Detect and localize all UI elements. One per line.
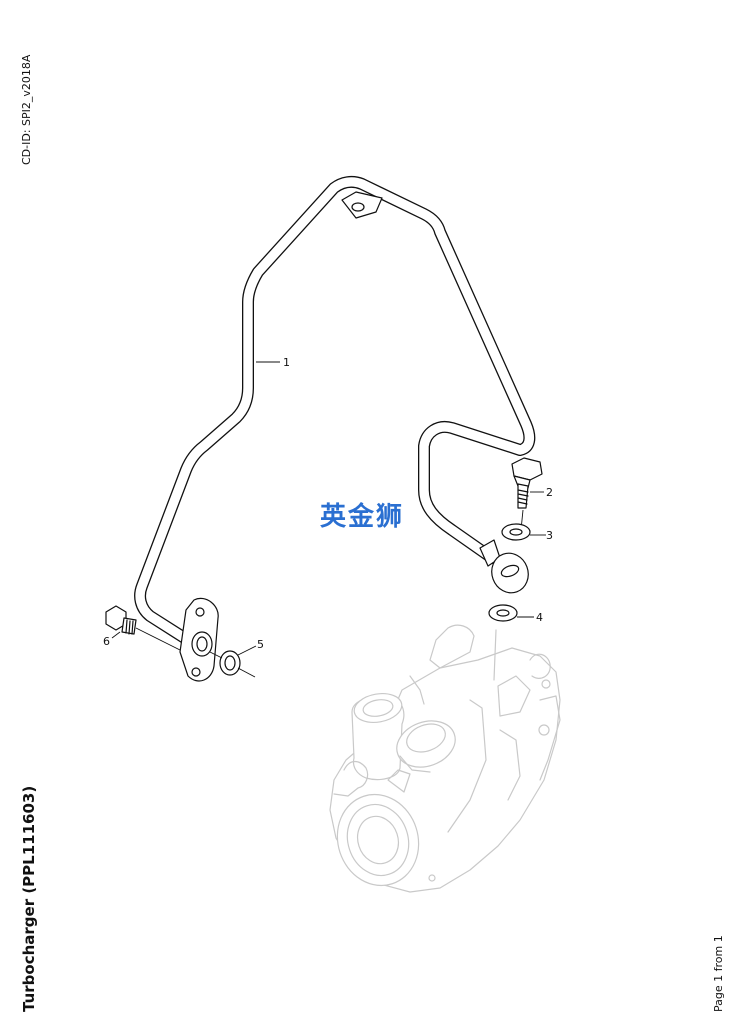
callout-1: 1 bbox=[283, 356, 290, 369]
callout-3: 3 bbox=[546, 529, 553, 542]
callout-4: 4 bbox=[536, 611, 543, 624]
leader-line bbox=[111, 631, 121, 639]
sealing-washer bbox=[488, 604, 518, 622]
sealing-washer bbox=[501, 523, 531, 541]
leader-line bbox=[237, 645, 257, 656]
oil-feed-pipe bbox=[134, 175, 536, 682]
turbocharger-housing bbox=[329, 624, 561, 893]
callout-5: 5 bbox=[257, 638, 264, 651]
callout-2: 2 bbox=[546, 486, 553, 499]
watermark-text: 英金狮 bbox=[320, 501, 404, 532]
o-ring bbox=[209, 650, 256, 678]
flange-bolt bbox=[105, 605, 181, 651]
callout-6: 6 bbox=[103, 635, 110, 648]
